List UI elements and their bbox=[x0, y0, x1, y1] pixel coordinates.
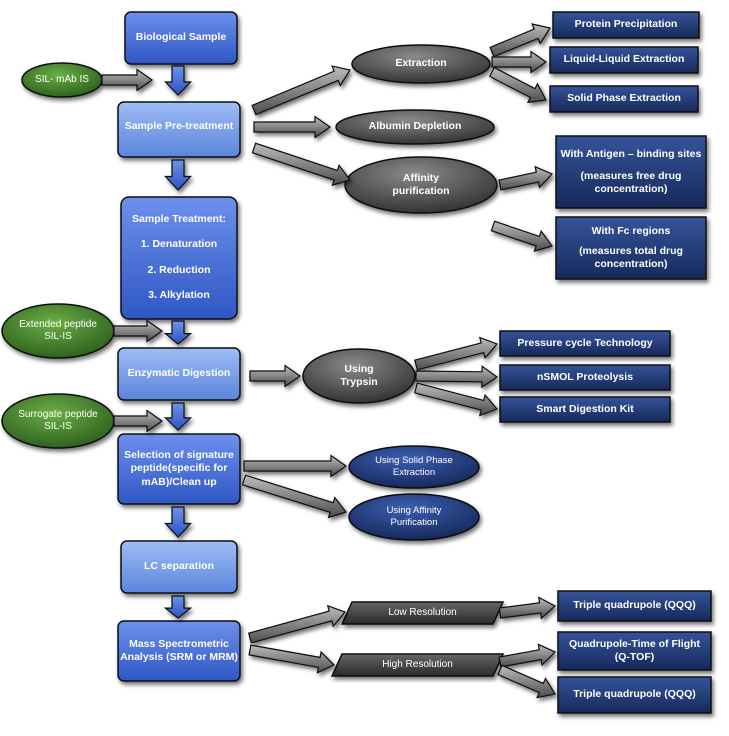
enzymatic-digestion-box bbox=[117, 347, 241, 401]
qtof-box bbox=[557, 631, 712, 671]
smart-digestion-box bbox=[499, 396, 671, 423]
arrow-to-qtof bbox=[498, 643, 557, 668]
arrow-to-fc bbox=[490, 220, 553, 252]
arrow-to-high-qqq bbox=[497, 664, 556, 699]
arrow-to-spe bbox=[488, 66, 547, 104]
signature-peptide-box bbox=[117, 433, 241, 505]
arrow-sil-mab bbox=[101, 68, 154, 92]
arrow-down-1 bbox=[163, 65, 193, 96]
extended-peptide-oval bbox=[1, 303, 115, 359]
lc-separation-box bbox=[120, 540, 238, 594]
arrow-to-affinity bbox=[251, 142, 351, 187]
arrow-to-lle bbox=[491, 50, 548, 74]
arrow-extended-peptide bbox=[113, 319, 164, 343]
biological-sample-box bbox=[124, 11, 238, 65]
arrow-down-2 bbox=[164, 159, 192, 191]
low-qqq-box bbox=[557, 590, 712, 622]
nsmol-box bbox=[499, 364, 671, 391]
sample-pretreatment-box bbox=[117, 101, 241, 158]
arrow-down-4 bbox=[163, 402, 193, 431]
liquid-liquid-extraction-box bbox=[549, 46, 699, 74]
low-resolution-para bbox=[340, 601, 505, 625]
arrow-to-antigen bbox=[498, 165, 554, 191]
high-qqq-box bbox=[557, 676, 712, 714]
arrow-to-protein-precip bbox=[489, 23, 551, 58]
mass-spec-box bbox=[117, 620, 241, 682]
albumin-depletion-oval bbox=[335, 109, 495, 145]
protein-precipitation-box bbox=[552, 11, 700, 39]
arrow-to-low-qqq bbox=[498, 596, 557, 620]
arrow-to-extraction bbox=[251, 65, 351, 116]
pressure-cycle-box bbox=[499, 330, 671, 357]
fc-regions-box bbox=[555, 216, 707, 280]
high-resolution-para bbox=[330, 653, 505, 677]
arrow-to-albumin bbox=[253, 115, 332, 139]
arrow-to-low-resolution bbox=[247, 604, 347, 644]
arrow-to-affinity-cleanup bbox=[241, 474, 348, 519]
solid-phase-cleanup-oval bbox=[348, 445, 480, 489]
arrow-to-nsmol bbox=[415, 365, 499, 389]
arrow-to-pressure-cycle bbox=[413, 336, 499, 371]
sample-treatment-box bbox=[120, 196, 238, 320]
affinity-purification-oval bbox=[344, 156, 498, 214]
affinity-cleanup-oval bbox=[348, 493, 480, 541]
arrow-down-6 bbox=[163, 595, 193, 619]
surrogate-peptide-oval bbox=[1, 393, 115, 449]
arrow-surrogate-peptide bbox=[113, 409, 164, 433]
solid-phase-extraction-box bbox=[549, 85, 699, 113]
using-trypsin-oval bbox=[302, 348, 416, 404]
arrow-to-trypsin bbox=[249, 364, 302, 388]
arrow-to-high-resolution bbox=[248, 644, 336, 674]
arrow-to-smart-digestion bbox=[413, 382, 499, 417]
sil-mab-is-oval bbox=[21, 62, 103, 98]
antigen-binding-box bbox=[555, 135, 707, 209]
arrow-down-5 bbox=[164, 506, 192, 538]
arrow-down-3 bbox=[163, 320, 193, 345]
arrow-to-spe-cleanup bbox=[243, 454, 348, 478]
extraction-oval bbox=[351, 44, 491, 84]
